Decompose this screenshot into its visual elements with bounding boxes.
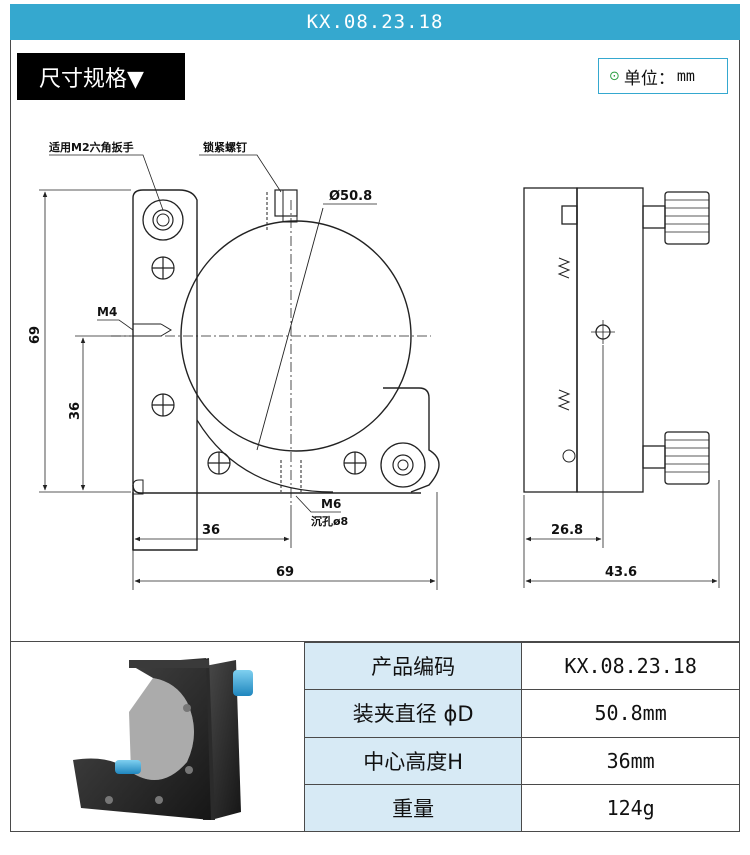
section-divider [11,641,739,642]
product-photo [73,658,253,820]
width-total-dim: 69 [276,565,294,580]
spec-value: 124g [521,783,740,833]
front-view [111,189,440,551]
side-inner-dim: 26.8 [551,523,583,538]
table-row: 中心高度H 36mm [303,736,740,785]
spec-key: 中心高度H [303,736,523,785]
wrench-callout: 适用M2六角扳手 [49,140,134,154]
side-view-dimensions [523,345,720,588]
dimension-spec-tag: 尺寸规格▼ [17,53,185,100]
diameter-callout: Ø50.8 [329,189,372,204]
front-view-dimensions [39,154,438,590]
circle-dot-icon: ⊙ [609,68,620,84]
height-center-dim: 36 [68,402,83,420]
spec-value: 36mm [521,736,740,785]
spec-tag-label: 尺寸规格▼ [39,66,144,92]
m6-callout: M6 [321,497,341,511]
lock-screw-callout: 锁紧螺钉 [203,140,247,154]
counterbore-callout: 沉孔ø8 [311,514,348,528]
m4-callout: M4 [97,305,117,319]
side-view [523,187,710,493]
spec-key: 产品编码 [303,641,523,691]
front-view-labels: 适用M2六角扳手 锁紧螺钉 Ø50.8 M4 M6 沉孔ø8 69 36 36 … [28,140,372,580]
table-row: 产品编码 KX.08.23.18 [303,641,740,691]
header-title: KX.08.23.18 [306,11,444,33]
unit-indicator: ⊙ 单位： mm [598,58,728,94]
content-frame [10,40,740,832]
unit-value: mm [676,67,695,85]
table-row: 重量 124g [303,783,740,833]
table-row: 装夹直径 ϕD 50.8mm [303,689,740,738]
height-total-dim: 69 [28,326,43,344]
spec-key: 重量 [303,783,523,833]
unit-label: 单位： [623,68,675,89]
technical-drawing: 适用M2六角扳手 锁紧螺钉 Ø50.8 M4 M6 沉孔ø8 69 36 36 … [28,140,720,590]
spec-value: KX.08.23.18 [521,641,740,691]
spec-key: 装夹直径 ϕD [303,689,523,738]
spec-value: 50.8mm [521,689,740,738]
side-view-labels: 26.8 43.6 [551,523,637,580]
side-total-dim: 43.6 [605,565,637,580]
spec-table: 产品编码 KX.08.23.18 装夹直径 ϕD 50.8mm 中心高度H 36… [303,641,740,833]
product-code-header: KX.08.23.18 [10,4,740,40]
width-center-dim: 36 [202,523,220,538]
